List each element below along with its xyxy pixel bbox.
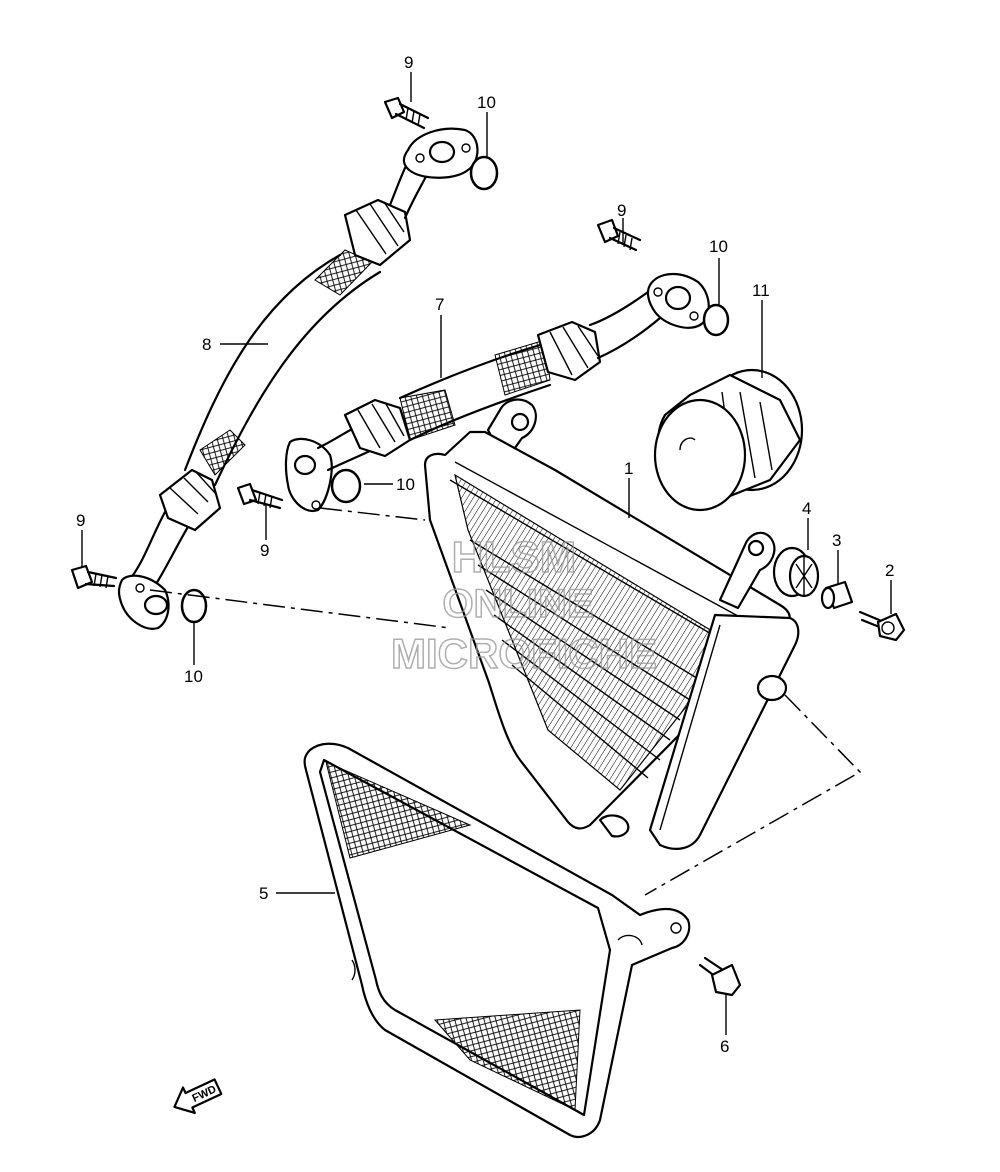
- bolt-9-c[interactable]: [236, 482, 284, 510]
- bolt-2[interactable]: [858, 610, 906, 642]
- callout-8: 8: [202, 335, 211, 354]
- callout-6: 6: [720, 1037, 729, 1056]
- callout-10-mid: 10: [396, 475, 415, 494]
- leader-lines: [81, 72, 892, 1035]
- watermark-line-2: ONLINE: [442, 582, 593, 626]
- watermark-line-3: MICROFICHE: [391, 630, 657, 677]
- callout-11: 11: [752, 281, 770, 300]
- watermark: HLSM ONLINE MICROFICHE: [390, 532, 658, 678]
- collar-3[interactable]: [820, 580, 854, 610]
- forward-direction-arrow: FWD: [173, 1078, 223, 1115]
- callout-2: 2: [885, 561, 894, 580]
- callout-10-right: 10: [709, 237, 728, 256]
- grommet-4[interactable]: [772, 546, 820, 598]
- cooler-guard-5[interactable]: [303, 742, 691, 1138]
- callout-9-mid: 9: [260, 541, 269, 560]
- callout-7: 7: [435, 295, 444, 314]
- callout-4: 4: [802, 499, 811, 518]
- bolt-9-b[interactable]: [596, 218, 642, 252]
- callout-9-top: 9: [404, 53, 413, 72]
- callout-1: 1: [624, 459, 633, 478]
- callout-10-top: 10: [477, 93, 496, 112]
- oil-filter-11[interactable]: [653, 368, 804, 512]
- bolt-9-d[interactable]: [70, 564, 118, 590]
- alignment-lines: [149, 507, 862, 896]
- callout-9-right: 9: [617, 201, 626, 220]
- oil-cooler-1[interactable]: [423, 398, 800, 850]
- bolt-6[interactable]: [698, 956, 742, 997]
- callout-9-left: 9: [76, 511, 85, 530]
- callout-5: 5: [259, 884, 268, 903]
- callout-10-left: 10: [184, 667, 203, 686]
- bolt-9-a[interactable]: [383, 96, 430, 130]
- o-ring-10-b[interactable]: [702, 303, 730, 337]
- oil-hose-7[interactable]: [284, 273, 710, 513]
- o-ring-10-c[interactable]: [330, 468, 362, 504]
- o-ring-10-a[interactable]: [469, 155, 499, 191]
- o-ring-10-d[interactable]: [180, 588, 208, 624]
- watermark-line-1: HLSM: [452, 533, 577, 582]
- oil-hose-8[interactable]: [117, 127, 479, 630]
- callout-3: 3: [832, 531, 841, 550]
